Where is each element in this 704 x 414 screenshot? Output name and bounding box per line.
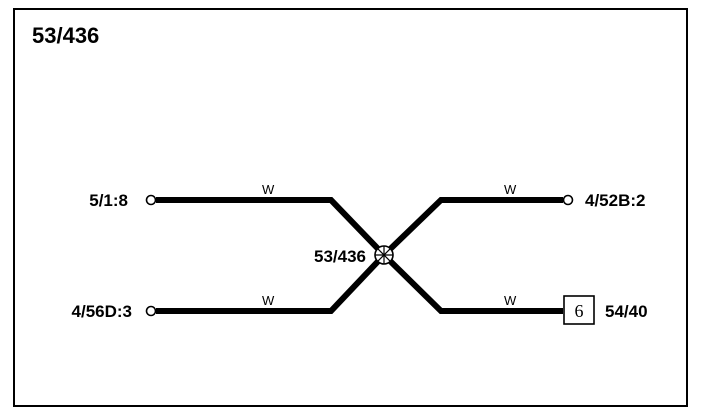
endpoint-label-right-top: 4/52B:2 bbox=[585, 191, 645, 210]
wire-right-top bbox=[381, 197, 563, 258]
terminal-circle-icon bbox=[145, 194, 157, 206]
diagram-title: 53/436 bbox=[32, 23, 99, 48]
wire-left-bottom bbox=[156, 252, 387, 314]
wire-color-label: W bbox=[504, 182, 517, 197]
endpoint-label-right-bottom: 54/40 bbox=[605, 302, 648, 321]
wire-color-label: W bbox=[262, 293, 275, 308]
terminal-circle-icon bbox=[145, 305, 157, 317]
wire-color-label: W bbox=[262, 182, 275, 197]
connector-box bbox=[563, 295, 595, 325]
endpoint-label-left-top: 5/1:8 bbox=[89, 191, 128, 210]
connector-box-number: 6 bbox=[575, 301, 584, 321]
wire-left-top bbox=[156, 197, 387, 258]
splice-label: 53/436 bbox=[314, 247, 366, 266]
endpoint-label-left-bottom: 4/56D:3 bbox=[72, 302, 132, 321]
splice-icon bbox=[374, 245, 394, 265]
wire-right-bottom bbox=[381, 252, 563, 314]
wire-color-label: W bbox=[504, 293, 517, 308]
terminal-circle-icon bbox=[562, 194, 574, 206]
diagram-frame bbox=[13, 8, 688, 407]
